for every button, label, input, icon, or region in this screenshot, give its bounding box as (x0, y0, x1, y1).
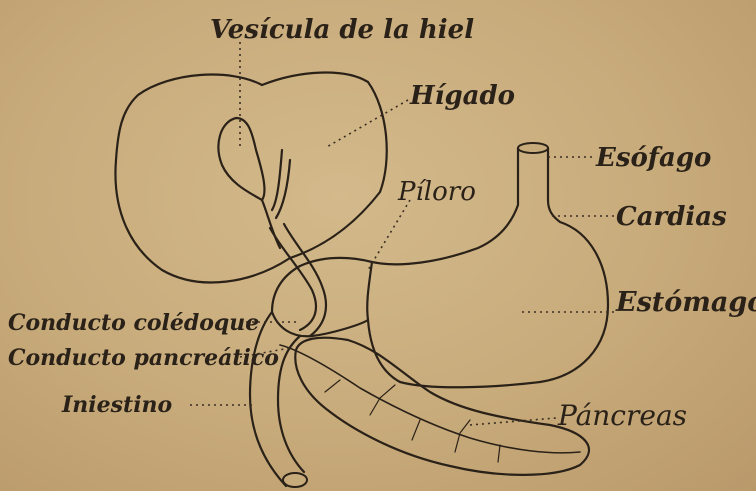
pancreatic-duct-branches (325, 380, 500, 462)
label-pancreas: Páncreas (557, 399, 687, 432)
pylorus-line (367, 262, 372, 320)
label-piloro: Píloro (397, 177, 476, 207)
common-bile-duct (270, 224, 326, 336)
intestine-end (283, 473, 307, 487)
intestine-tube (250, 312, 304, 486)
esophagus-opening (518, 143, 548, 153)
gallbladder-shape (218, 118, 264, 200)
label-vesicula: Vesícula de la hiel (210, 15, 474, 45)
label-intestino: Iniestino (61, 392, 172, 418)
label-coledoque: Conducto colédoque (8, 310, 259, 336)
pancreatic-duct (280, 345, 580, 453)
label-esofago: Esófago (595, 143, 711, 173)
label-estomago: Estómago (615, 287, 756, 318)
label-cardias: Cardias (616, 202, 727, 232)
liver-shape (115, 73, 386, 283)
bile-duct-lines (262, 150, 290, 248)
leader-piloro (368, 200, 410, 270)
pancreas-shape (295, 338, 589, 475)
label-pancreatico: Conducto pancreático (8, 345, 279, 371)
leader-higado (325, 100, 408, 148)
label-higado: Hígado (409, 81, 515, 111)
